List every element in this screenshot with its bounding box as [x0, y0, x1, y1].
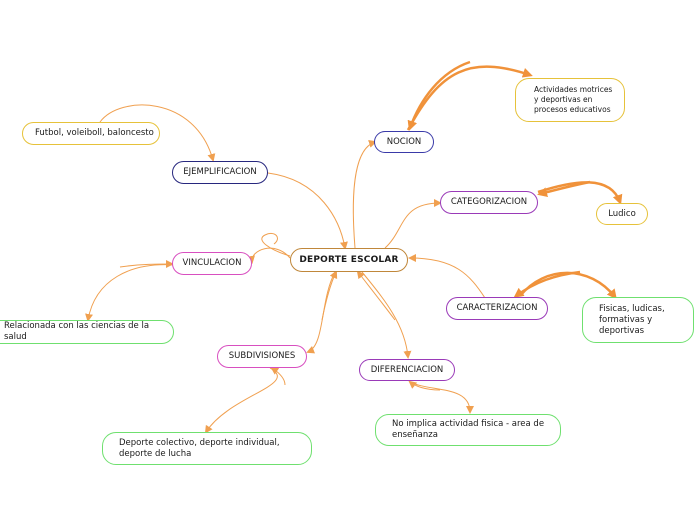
- connector-diferenciacion-back: [356, 270, 396, 321]
- connector-ejemplificacion: [267, 172, 348, 250]
- node-subdivisiones-def[interactable]: Deporte colectivo, deporte individual, d…: [102, 432, 312, 465]
- node-vinculacion-def[interactable]: Relacionada con las ciencias de la salud: [0, 320, 174, 344]
- node-diferenciacion[interactable]: DIFERENCIACION: [359, 359, 455, 381]
- connector-caracterizacion-def-back: [513, 270, 581, 298]
- connector-vinculacion-def: [85, 264, 176, 322]
- node-vinculacion[interactable]: VINCULACION: [172, 252, 252, 275]
- connector-caracterizacion: [408, 254, 486, 299]
- connector-ejemplificacion-def: [99, 104, 216, 162]
- connector-subdivisiones-def-back: [270, 366, 286, 386]
- node-categorizacion[interactable]: CATEGORIZACION: [440, 191, 538, 214]
- connector-nocion: [352, 140, 377, 249]
- node-ejemplificacion[interactable]: EJEMPLIFICACION: [172, 161, 268, 184]
- connector-categorizacion: [384, 199, 442, 249]
- node-ejemplificacion-def[interactable]: Futbol, voleiboll, baloncesto: [22, 122, 160, 145]
- node-ludico[interactable]: Ludico: [596, 203, 648, 225]
- connector-subdivisiones-back: [321, 270, 338, 321]
- node-nocion-def[interactable]: Actividades motrices y deportivas en pro…: [515, 78, 625, 122]
- connector-nocion-def-back: [407, 60, 471, 131]
- node-caracterizacion[interactable]: CARACTERIZACION: [446, 297, 548, 320]
- connector-subdivisiones-def: [204, 367, 278, 434]
- connector-diferenciacion-def-back: [408, 380, 441, 391]
- node-caracterizacion-def[interactable]: Fisicas, ludicas, formativas y deportiva…: [582, 297, 694, 343]
- connector-ludico-back: [537, 180, 591, 198]
- connector-diferenciacion: [361, 271, 412, 359]
- connector-vinculacion-def-back: [119, 260, 174, 269]
- connector-nocion-def: [406, 65, 533, 131]
- node-diferenciacion-def[interactable]: No implica actividad fisica - area de en…: [375, 414, 561, 446]
- central-topic[interactable]: DEPORTE ESCOLAR: [290, 248, 408, 272]
- connector-vinculacion-loop: [261, 232, 291, 257]
- node-subdivisiones[interactable]: SUBDIVISIONES: [217, 345, 307, 368]
- connector-vinculacion: [247, 247, 291, 264]
- node-nocion[interactable]: NOCION: [374, 131, 434, 153]
